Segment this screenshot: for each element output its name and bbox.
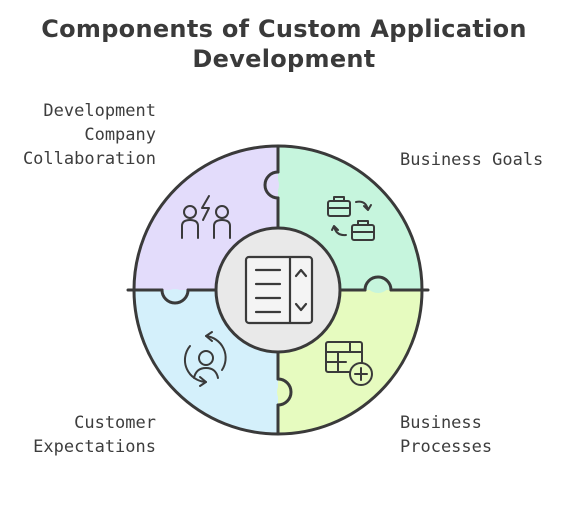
document-list-icon (244, 255, 314, 325)
tab-outline-top (263, 170, 280, 200)
label-line: Business (400, 413, 482, 433)
label-development-company-collaboration: Development Company Collaboration (10, 99, 156, 171)
label-line: Company (84, 125, 156, 145)
label-business-processes: Business Processes (400, 411, 560, 459)
label-line: Business Goals (400, 150, 544, 170)
label-line: Development (43, 101, 156, 121)
briefcase-exchange-icon (327, 196, 375, 241)
label-line: Customer (74, 413, 156, 433)
table-add-icon (325, 341, 373, 386)
puzzle-tab-right (365, 267, 391, 293)
customer-cycle-icon (183, 331, 227, 387)
label-customer-expectations: Customer Expectations (10, 411, 156, 459)
people-collaboration-icon (181, 195, 231, 239)
label-line: Processes (400, 437, 493, 457)
tab-outline-left (160, 288, 190, 305)
tab-outline-bottom (276, 377, 293, 407)
title-line-1: Components of Custom Application (41, 15, 527, 43)
outer-ring-outline (132, 144, 424, 436)
title-line-2: Development (192, 45, 376, 73)
diagram-title: Components of Custom Application Develop… (0, 14, 568, 74)
label-line: Expectations (33, 437, 156, 457)
label-business-goals: Business Goals (400, 148, 560, 172)
tab-outline-right (363, 275, 393, 292)
label-line: Collaboration (22, 149, 156, 169)
